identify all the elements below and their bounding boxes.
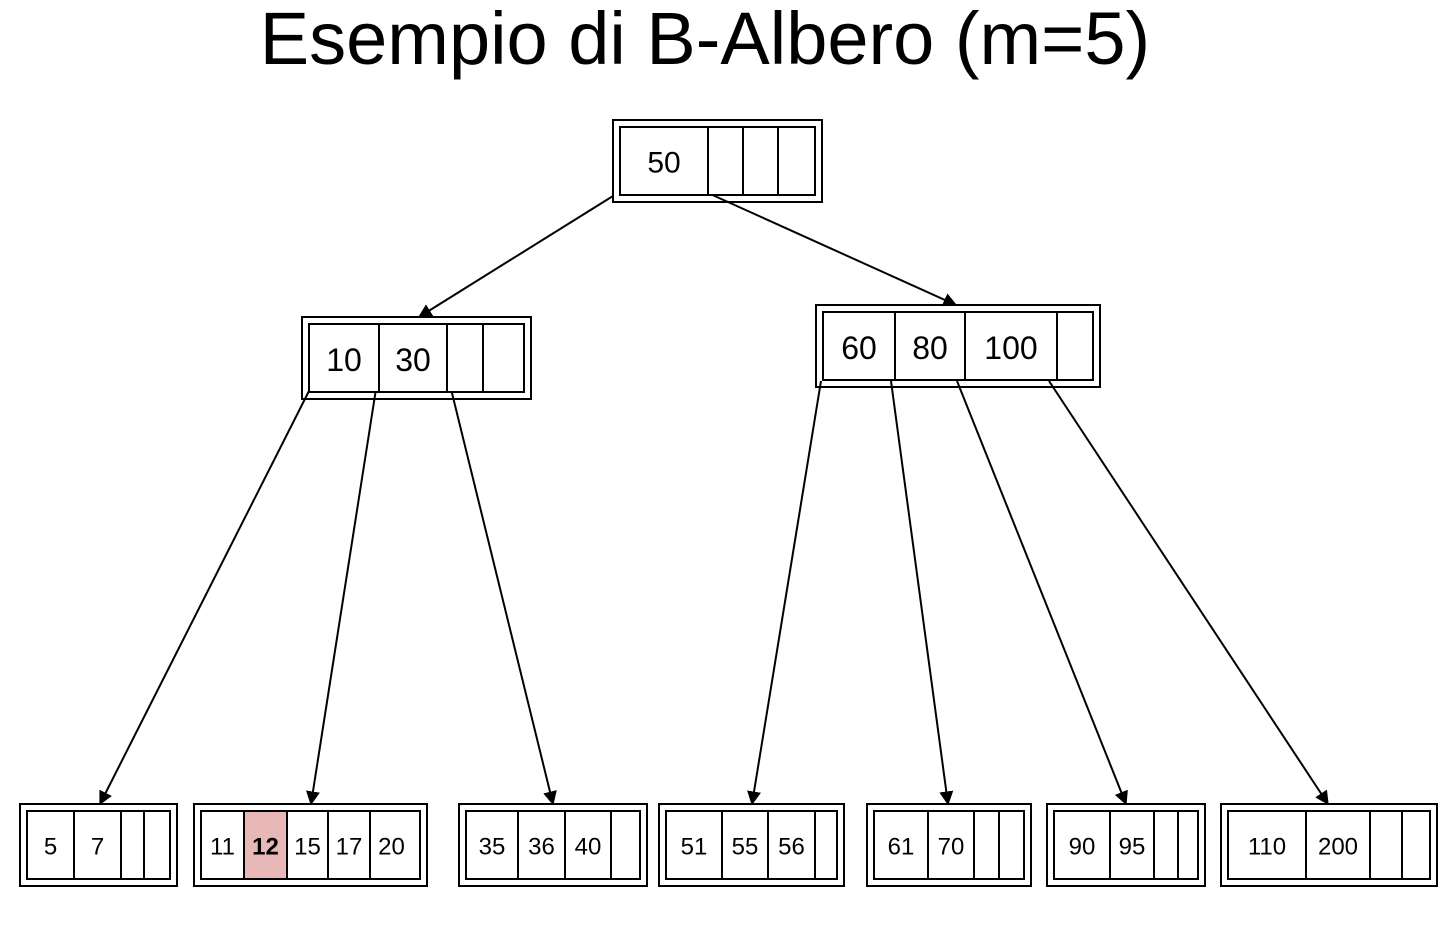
key-10: 10 bbox=[326, 342, 362, 378]
tree-node-leaf-4: 51 55 56 bbox=[658, 803, 845, 887]
tree-node-leaf-2: 11 12 15 17 20 bbox=[193, 803, 428, 887]
key-30: 30 bbox=[395, 342, 431, 378]
node-inner-border bbox=[665, 810, 838, 880]
edge-root-to-internal-right bbox=[707, 192, 958, 307]
key-55: 55 bbox=[732, 834, 759, 861]
node-outer-border bbox=[458, 803, 648, 887]
tree-node-leaf-5: 61 70 bbox=[866, 803, 1032, 887]
node-outer-border bbox=[1046, 803, 1206, 887]
key-50: 50 bbox=[647, 147, 680, 180]
node-outer-border bbox=[301, 316, 532, 400]
key-11: 11 bbox=[210, 834, 235, 861]
node-inner-border bbox=[308, 323, 525, 393]
node-outer-border bbox=[1220, 803, 1438, 887]
node-inner-border bbox=[619, 126, 816, 196]
node-outer-border bbox=[866, 803, 1032, 887]
key-70: 70 bbox=[938, 834, 965, 861]
key-7: 7 bbox=[91, 834, 104, 861]
node-outer-border bbox=[19, 803, 178, 887]
node-outer-border bbox=[193, 803, 428, 887]
key-5: 5 bbox=[44, 834, 57, 861]
node-outer-border bbox=[612, 119, 823, 203]
node-outer-border bbox=[815, 304, 1101, 388]
node-inner-border bbox=[200, 810, 421, 880]
key-40: 40 bbox=[575, 834, 602, 861]
node-inner-border bbox=[1227, 810, 1431, 880]
key-61: 61 bbox=[888, 834, 915, 861]
edge-internal-right-to-leaf-5 bbox=[890, 380, 954, 806]
key-36: 36 bbox=[528, 834, 555, 861]
node-outer-border bbox=[658, 803, 845, 887]
edge-internal-left-to-leaf-1 bbox=[99, 388, 311, 806]
tree-node-leaf-7: 110 200 bbox=[1220, 803, 1438, 887]
tree-node-leaf-6: 90 95 bbox=[1046, 803, 1206, 887]
node-inner-border bbox=[1053, 810, 1199, 880]
key-20: 20 bbox=[378, 834, 405, 861]
diagram-title: Esempio di B-Albero (m=5) bbox=[259, 0, 1151, 80]
key-100: 100 bbox=[984, 330, 1037, 366]
edge-internal-right-to-leaf-4 bbox=[747, 380, 822, 806]
key-35: 35 bbox=[479, 834, 506, 861]
key-80: 80 bbox=[912, 330, 948, 366]
key-90: 90 bbox=[1069, 834, 1096, 861]
key-95: 95 bbox=[1119, 834, 1146, 861]
tree-node-root: 50 bbox=[612, 119, 823, 203]
key-60: 60 bbox=[841, 330, 877, 366]
edge-internal-left-to-leaf-3 bbox=[450, 388, 557, 806]
node-inner-border bbox=[26, 810, 171, 880]
edge-internal-right-to-leaf-6 bbox=[956, 380, 1128, 806]
key-12: 12 bbox=[252, 834, 279, 861]
tree-node-internal-left: 10 30 bbox=[301, 316, 532, 400]
key-56: 56 bbox=[778, 834, 805, 861]
key-110: 110 bbox=[1248, 834, 1286, 861]
node-inner-border bbox=[822, 311, 1094, 381]
key-51: 51 bbox=[681, 834, 708, 861]
edge-root-to-internal-left bbox=[417, 195, 614, 318]
key-17: 17 bbox=[336, 834, 363, 861]
tree-node-leaf-3: 35 36 40 bbox=[458, 803, 648, 887]
key-15: 15 bbox=[294, 834, 321, 861]
tree-node-internal-right: 60 80 100 bbox=[815, 304, 1101, 388]
edges-layer bbox=[99, 192, 1329, 806]
edge-internal-left-to-leaf-2 bbox=[306, 388, 377, 806]
key-200: 200 bbox=[1318, 834, 1358, 861]
edge-internal-right-to-leaf-7 bbox=[1048, 380, 1329, 806]
